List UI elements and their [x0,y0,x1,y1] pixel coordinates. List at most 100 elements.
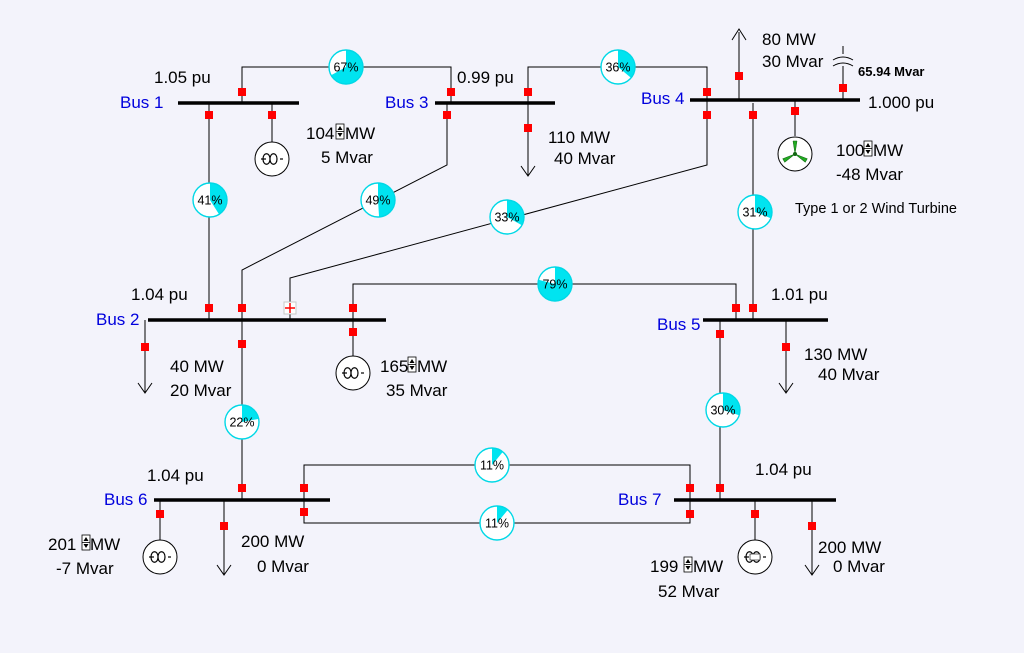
line-3-2[interactable] [241,103,448,320]
wind-turbine-icon[interactable] [777,136,813,172]
load-arrows [137,28,820,576]
gen-4-mw-spinner[interactable] [863,140,873,157]
breaker[interactable] [716,330,724,338]
generator-bus-6-icon[interactable] [142,539,178,575]
gen-2-mw-spinner[interactable] [407,356,417,373]
load-6-mvar: 0 Mvar [257,557,309,576]
pie-outline [737,194,773,230]
pie-loading-wedge [492,448,503,465]
breaker[interactable] [238,304,246,312]
gen-7-mw-spinner[interactable] [683,556,693,573]
pie-loading-wedge [618,50,635,78]
pie-loading-wedge [210,183,228,215]
open-breaker-icon[interactable] [283,301,297,315]
flow-pie-line-4-2[interactable]: 33% [489,199,525,235]
bus-7-voltage: 1.04 pu [755,460,812,479]
flow-pie-line-1-3[interactable]: 67% [328,49,364,85]
generator-bus-1-icon[interactable] [254,141,290,177]
load-6-mw: 200 MW [241,532,304,551]
breaker[interactable] [447,88,455,96]
pie-percent-label: 33% [494,211,519,225]
shunt-icon[interactable] [832,46,854,76]
load-arrow-bus3 [520,165,536,177]
pie-outline [479,505,515,541]
breaker[interactable] [686,510,694,518]
pie-loading-wedge [723,393,740,416]
shunt-4-mvar: 65.94 Mvar [858,64,925,79]
breaker[interactable] [156,510,164,518]
breaker[interactable] [839,84,847,92]
breaker[interactable] [524,88,532,96]
flow-pie-line-3-2[interactable]: 49% [360,182,396,218]
breaker[interactable] [732,304,740,312]
breaker[interactable] [749,304,757,312]
breaker[interactable] [349,328,357,336]
flow-pie-line-4-5[interactable]: 31% [737,194,773,230]
pie-loading-wedge [331,50,363,84]
bus-4-voltage: 1.000 pu [868,93,934,112]
load-7-mw: 200 MW [818,538,881,557]
bus-3-voltage: 0.99 pu [457,68,514,87]
pie-loading-wedge [242,405,259,422]
flow-pie-line-3-4[interactable]: 36% [600,49,636,85]
breaker[interactable] [703,111,711,119]
flow-pie-line-1-2[interactable]: 41% [192,182,228,218]
flow-pie-line-6-7b[interactable]: 11% [479,505,515,541]
gen-6-mw-spinner[interactable] [81,534,91,551]
line-flow-pies: 67% 36% 41% 49% 33% 31% 79% 22% 30% 11% … [192,49,773,541]
gen-7-mvar: 52 Mvar [658,582,720,601]
breaker[interactable] [300,484,308,492]
breaker[interactable] [716,484,724,492]
breaker[interactable] [791,107,799,115]
flow-pie-line-5-7[interactable]: 30% [705,392,741,428]
pie-percent-label: 11% [480,459,504,473]
breaker[interactable] [238,340,246,348]
pie-loading-wedge [378,183,396,217]
breaker[interactable] [141,343,149,351]
breaker[interactable] [443,111,451,119]
flow-pie-line-2-5[interactable]: 79% [537,266,573,302]
breaker[interactable] [749,111,757,119]
breaker[interactable] [238,484,246,492]
load-2-mw: 40 MW [170,357,224,376]
gen-6-mw-unit: MW [90,535,120,554]
breaker[interactable] [300,508,308,516]
bus-6-voltage: 1.04 pu [147,466,204,485]
generator-bus-7-icon[interactable] [737,539,773,575]
breaker[interactable] [205,304,213,312]
load-arrow-bus4 [731,28,747,41]
buses [148,98,860,502]
flow-pie-line-6-7a[interactable]: 11% [474,447,510,483]
breaker[interactable] [751,510,759,518]
breaker[interactable] [524,124,532,132]
load-5-mvar: 40 Mvar [818,365,880,384]
gen-4-mvar: -48 Mvar [836,165,903,184]
load-2-mvar: 20 Mvar [170,381,232,400]
breaker[interactable] [686,484,694,492]
breaker[interactable] [808,522,816,530]
pie-percent-label: 49% [365,194,390,208]
device-connections [144,32,844,574]
pie-outline [360,182,396,218]
gen-1-mvar: 5 Mvar [321,148,373,167]
pie-percent-label: 67% [333,61,358,75]
pie-outline [224,404,260,440]
breaker[interactable] [349,304,357,312]
pie-percent-label: 36% [605,61,630,75]
generator-bus-2-icon[interactable] [335,355,371,391]
breaker[interactable] [735,72,743,80]
load-5-mw: 130 MW [804,345,867,364]
load-arrow-bus2 [137,382,153,394]
flow-pie-line-2-6[interactable]: 22% [224,404,260,440]
breaker[interactable] [268,111,276,119]
breaker[interactable] [782,343,790,351]
bus-4-name: Bus 4 [641,89,684,108]
breakers [141,72,847,530]
breaker[interactable] [703,88,711,96]
load-4-mvar: 30 Mvar [762,52,824,71]
breaker[interactable] [238,88,246,96]
breaker[interactable] [220,522,228,530]
breaker[interactable] [205,111,213,119]
gen-1-mw-spinner[interactable] [335,123,345,140]
bus-5-name: Bus 5 [657,315,700,334]
